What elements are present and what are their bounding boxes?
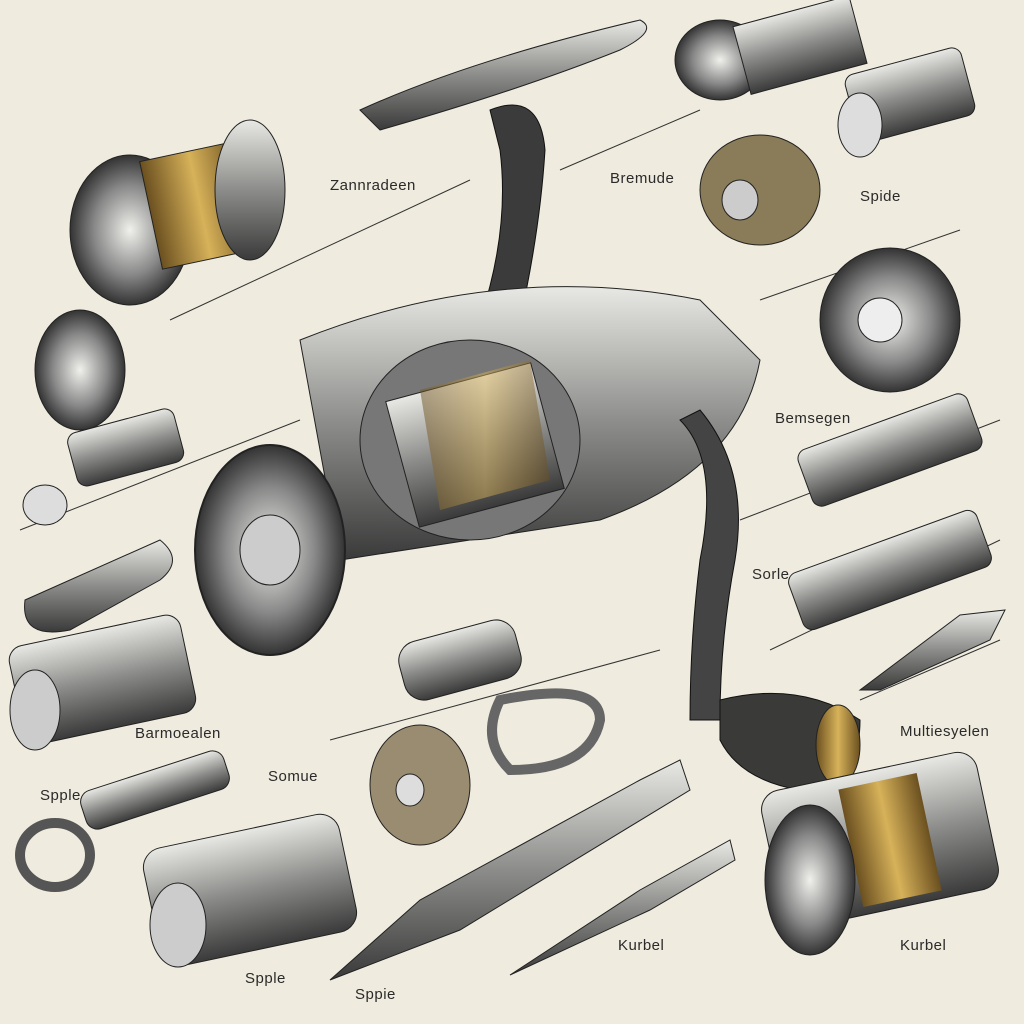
bracket-left xyxy=(24,539,173,633)
label-multi: Multiesyelen xyxy=(900,723,990,740)
label-sorle: Sorle xyxy=(752,566,790,583)
label-spple-left: Spple xyxy=(40,787,81,804)
knurled-cylinder-left xyxy=(8,614,197,751)
label-zahnrad: Zannradeen xyxy=(330,177,416,194)
rotor-right xyxy=(819,247,961,393)
pin-bottom xyxy=(509,839,736,976)
bushing-right xyxy=(837,47,976,158)
label-bremude: Bremude xyxy=(610,170,675,187)
pin-right xyxy=(858,609,1006,691)
bushing-left xyxy=(22,408,185,526)
shaft-bottom xyxy=(329,759,691,981)
shaft-right xyxy=(788,393,992,631)
label-spple-bottom: Spple xyxy=(245,970,286,987)
main-reel xyxy=(194,19,861,791)
label-bemsegen: Bemsegen xyxy=(775,410,851,427)
disc-left xyxy=(34,309,126,431)
label-kurbel-right: Kurbel xyxy=(900,937,947,954)
label-somue: Somue xyxy=(268,768,319,785)
spool-bottom-right xyxy=(761,751,999,956)
label-spide: Spide xyxy=(860,188,901,205)
spool-top-left xyxy=(69,119,286,306)
knurled-cylinder-bottom xyxy=(142,813,358,968)
label-barmo: Barmoealen xyxy=(135,725,221,742)
gear-disc xyxy=(699,134,821,246)
part-top-right xyxy=(674,0,868,101)
label-sppie-bottom: Sppie xyxy=(355,986,396,1003)
screw-left xyxy=(15,750,230,892)
label-kurbel-mid: Kurbel xyxy=(618,937,665,954)
gear-bottom xyxy=(369,724,471,846)
bail-loop xyxy=(487,688,606,776)
